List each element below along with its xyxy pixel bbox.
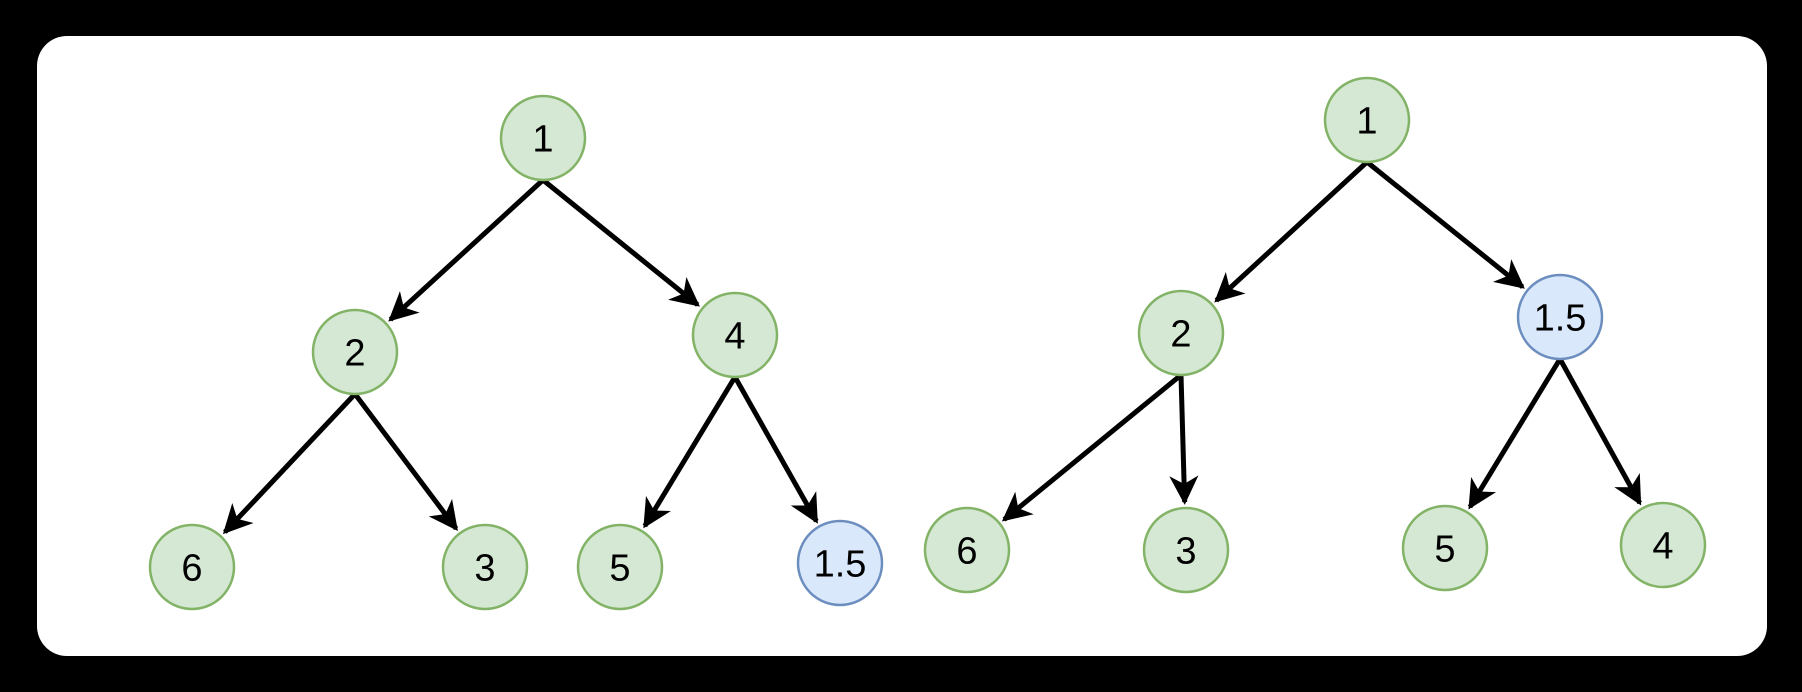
tree-node-label: 2 [1170, 314, 1191, 356]
tree-edge-2-to-3 [353, 392, 459, 531]
tree-node-circle [1401, 504, 1489, 592]
tree-node-label: 4 [1652, 526, 1673, 568]
tree-edge-4-to-1.5 [732, 375, 819, 524]
tree-node-label: 1.5 [814, 544, 867, 586]
tree-edge-1.5-to-5 [1467, 357, 1563, 510]
tree-node-label: 1 [532, 119, 553, 161]
tree-node-3: 3 [441, 523, 529, 611]
tree-node-label: 4 [724, 316, 745, 358]
tree-node-4: 4 [1619, 501, 1707, 589]
tree-node-circle [796, 519, 884, 607]
tree-node-3: 3 [1142, 506, 1230, 594]
binary-tree-left: 1 2 4 6 3 5 1.5 [148, 94, 884, 611]
tree-node-circle [1137, 289, 1225, 377]
tree-node-5: 5 [576, 523, 664, 611]
tree-node-4: 4 [691, 291, 779, 379]
tree-edge-1-to-4 [541, 178, 700, 307]
tree-node-6: 6 [148, 523, 236, 611]
binary-tree-right: 1 2 1.5 6 3 5 4 [923, 76, 1707, 594]
tree-node-circle [1516, 273, 1604, 361]
tree-node-circle [1619, 501, 1707, 589]
tree-node-circle [691, 291, 779, 379]
tree-node-circle [1142, 506, 1230, 594]
tree-node-1.5: 1.5 [796, 519, 884, 607]
tree-edge-2-to-6 [222, 392, 357, 535]
tree-node-label: 3 [1175, 531, 1196, 573]
tree-node-label: 5 [1434, 529, 1455, 571]
tree-edge-1-to-1.5 [1365, 160, 1525, 289]
tree-node-1: 1 [499, 94, 587, 182]
tree-node-label: 2 [344, 333, 365, 375]
tree-node-1.5: 1.5 [1516, 273, 1604, 361]
tree-node-2: 2 [1137, 289, 1225, 377]
tree-node-label: 5 [609, 548, 630, 590]
tree-edge-4-to-5 [642, 375, 738, 529]
tree-node-label: 1.5 [1534, 298, 1587, 340]
tree-node-label: 6 [956, 531, 977, 573]
tree-node-circle [923, 506, 1011, 594]
tree-node-circle [441, 523, 529, 611]
tree-node-circle [499, 94, 587, 182]
tree-node-label: 1 [1356, 101, 1377, 143]
tree-edge-2-to-3 [1169, 374, 1199, 505]
tree-edge-1-to-2 [388, 178, 545, 322]
tree-edge-1.5-to-4 [1557, 357, 1642, 506]
tree-node-label: 6 [181, 548, 202, 590]
tree-node-circle [1323, 76, 1411, 164]
tree-node-circle [148, 523, 236, 611]
tree-node-6: 6 [923, 506, 1011, 594]
tree-node-2: 2 [311, 308, 399, 396]
tree-edge-1-to-2 [1214, 160, 1369, 303]
tree-edge-2-to-6 [1001, 373, 1183, 522]
tree-node-circle [576, 523, 664, 611]
tree-node-1: 1 [1323, 76, 1411, 164]
tree-node-label: 3 [474, 548, 495, 590]
tree-node-circle [311, 308, 399, 396]
tree-node-5: 5 [1401, 504, 1489, 592]
